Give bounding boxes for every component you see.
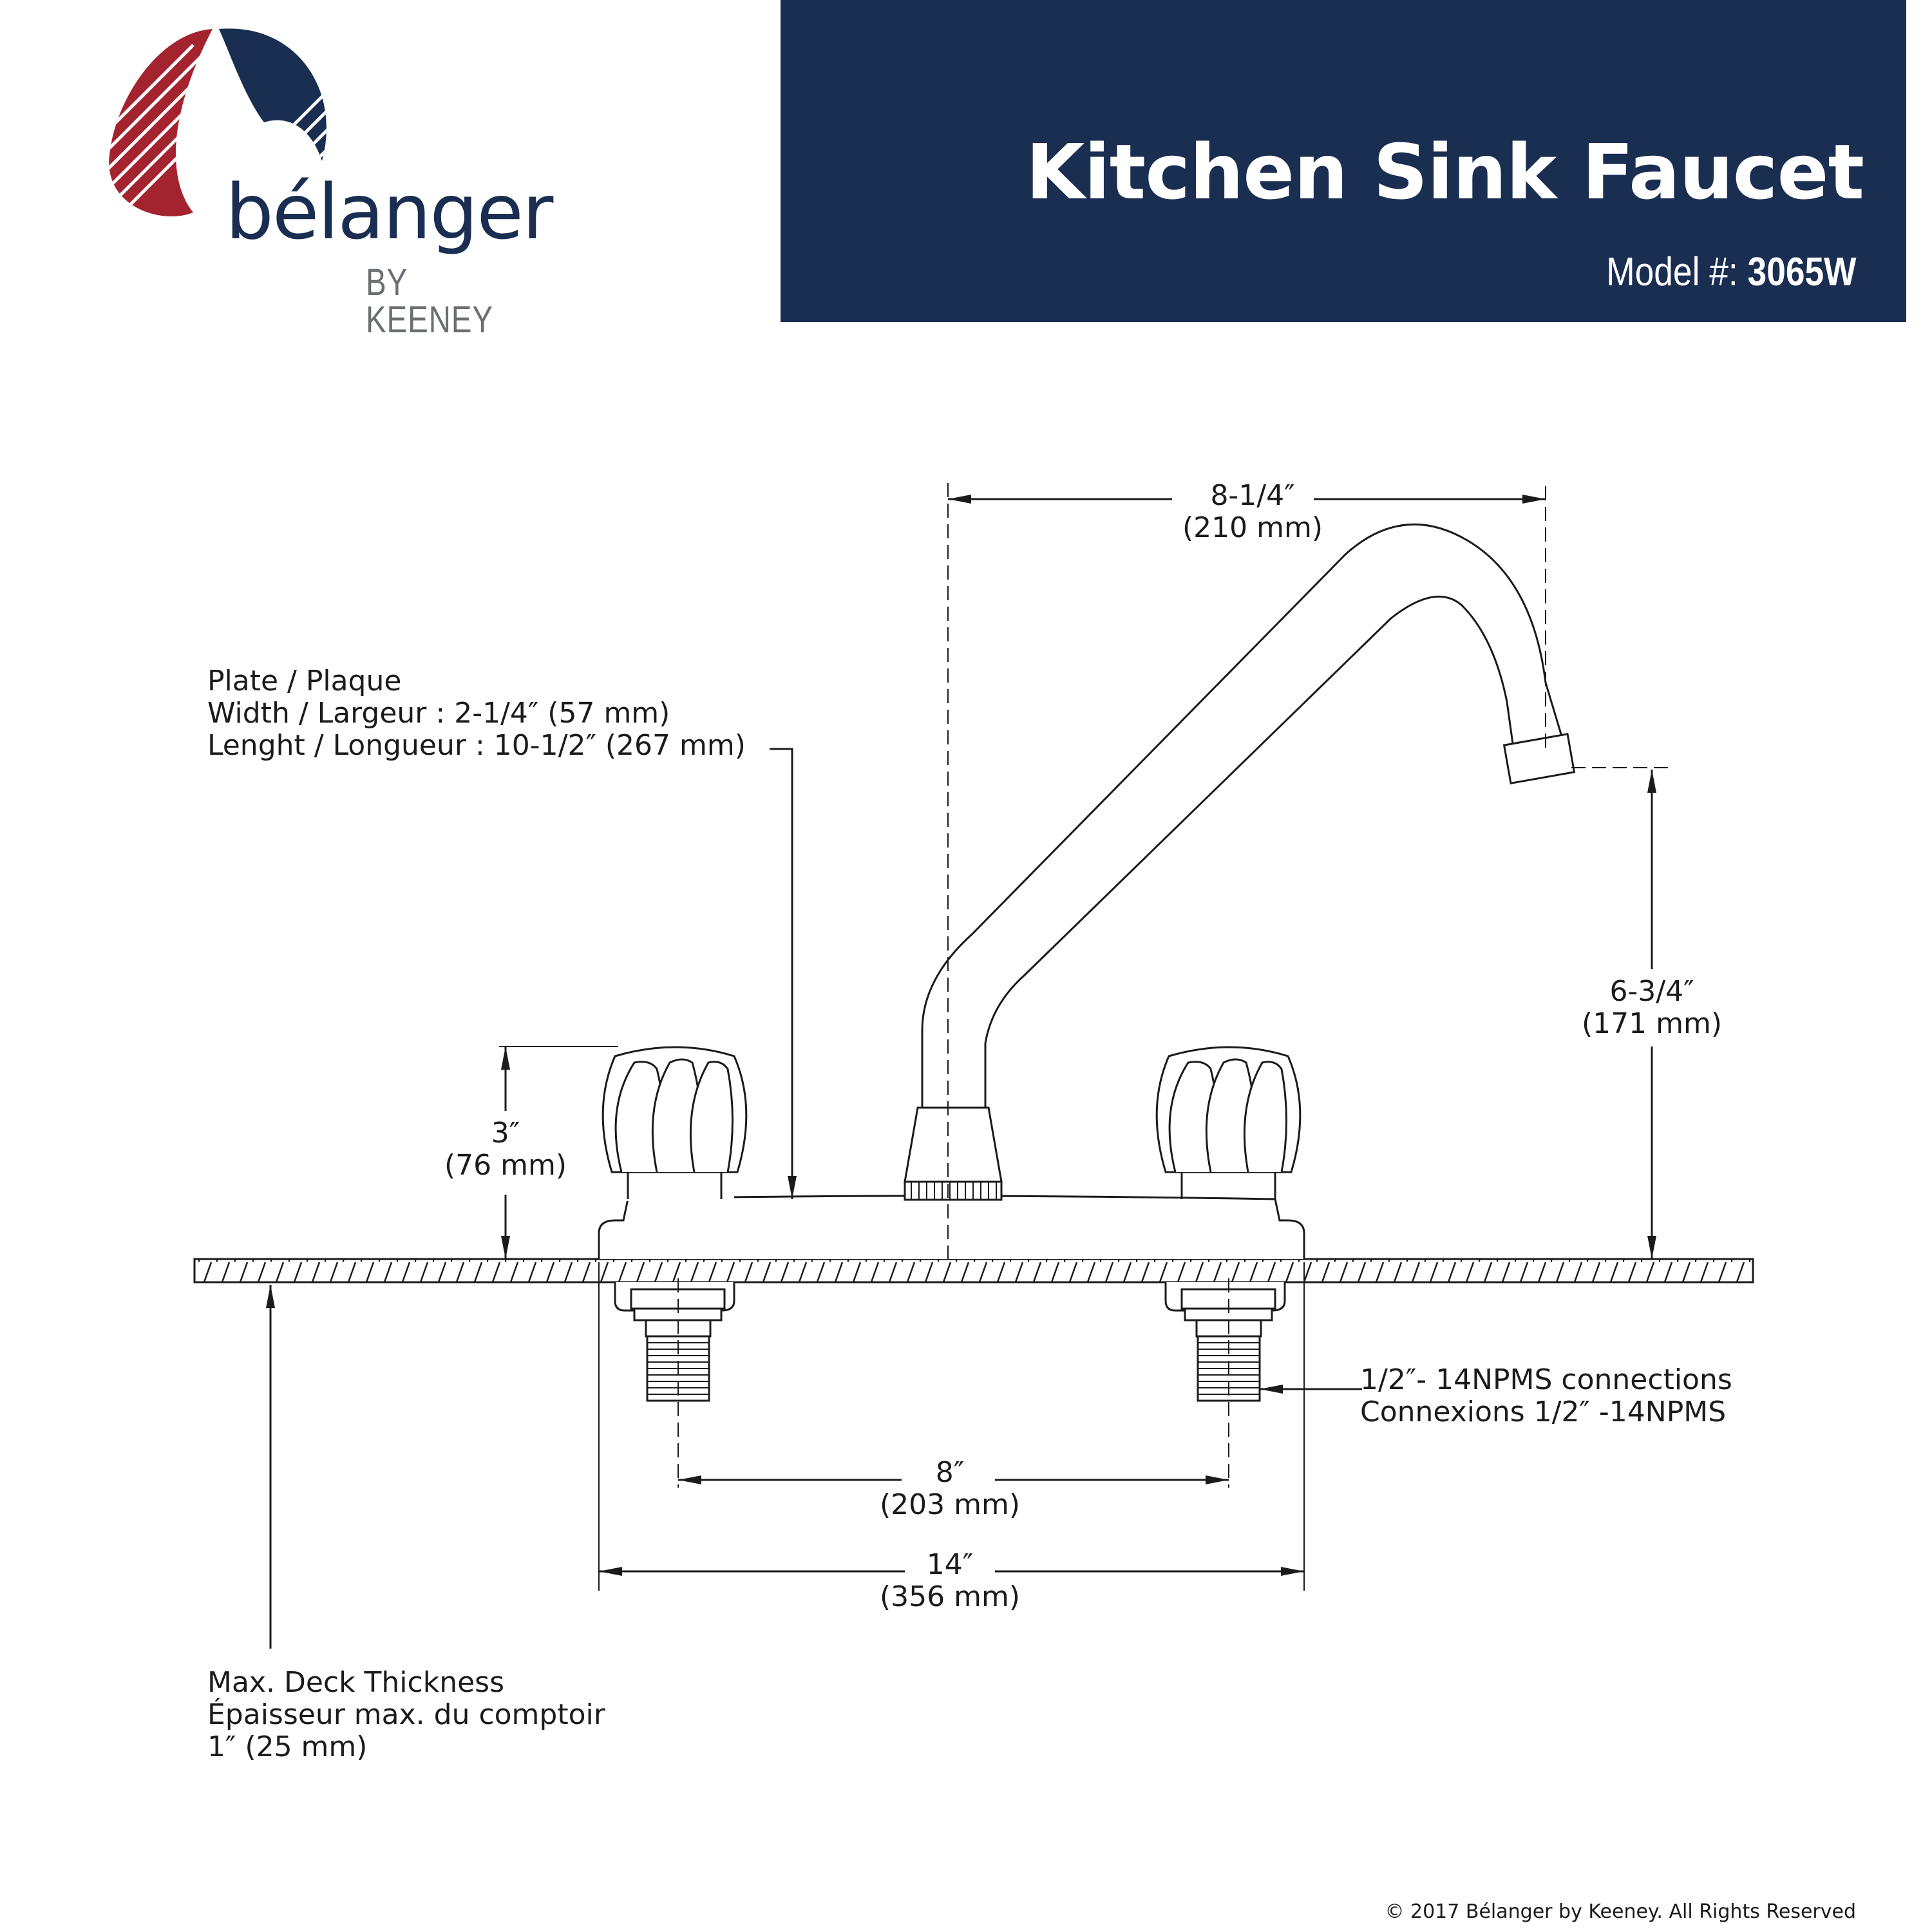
- reach-imperial: 8-1/4″: [1210, 479, 1295, 512]
- overall-length-label: 14″ (356 mm): [860, 1549, 1040, 1613]
- left-shank: [614, 1282, 735, 1402]
- connections-note-fr: Connexions 1/2″ -14NPMS: [1360, 1396, 1727, 1428]
- height-dimension-label: 6-3/4″ (171 mm): [1555, 976, 1748, 1040]
- length-metric: (356 mm): [879, 1580, 1021, 1613]
- right-handle: [1155, 1046, 1302, 1199]
- right-shank: [1164, 1282, 1286, 1402]
- model-number: 3065W: [1747, 250, 1856, 294]
- header-banner: Kitchen Sink Faucet Model #: 3065W: [781, 0, 1906, 322]
- brand-name: bélanger: [225, 167, 553, 256]
- model-label: Model #:: [1605, 250, 1738, 294]
- handle-height-label: 3″ (76 mm): [415, 1117, 596, 1182]
- deck: [193, 1258, 1754, 1283]
- plate-note: Plate / Plaque Width / Largeur : 2-1/4″ …: [207, 665, 746, 762]
- spout-base: [904, 1106, 1003, 1183]
- length-imperial: 14″: [926, 1548, 974, 1581]
- brand-logo: bélanger BY KEENEY: [90, 19, 554, 339]
- deck-note: Max. Deck Thickness Épaisseur max. du co…: [207, 1667, 605, 1763]
- center-spacing-label: 8″ (203 mm): [860, 1457, 1040, 1521]
- handle-height-imperial: 3″: [491, 1117, 520, 1150]
- spacing-metric: (203 mm): [879, 1488, 1021, 1521]
- deck-note-fr: Épaisseur max. du comptoir: [207, 1698, 605, 1731]
- deck-note-en: Max. Deck Thickness: [207, 1666, 505, 1699]
- spacing-imperial: 8″: [935, 1456, 965, 1489]
- reach-dimension-label: 8-1/4″ (210 mm): [1156, 480, 1349, 544]
- reach-metric: (210 mm): [1182, 511, 1323, 544]
- page-title: Kitchen Sink Faucet: [1025, 128, 1864, 216]
- height-metric: (171 mm): [1581, 1007, 1723, 1040]
- logo-mark-icon: [109, 28, 327, 216]
- plate-note-title: Plate / Plaque: [207, 665, 402, 697]
- deck-note-value: 1″ (25 mm): [207, 1730, 368, 1763]
- aerator: [1502, 733, 1576, 784]
- model-info: Model #: 3065W: [1606, 252, 1856, 292]
- copyright: © 2017 Bélanger by Keeney. All Rights Re…: [1385, 1900, 1856, 1923]
- spout: [921, 523, 1566, 1108]
- plate-leader: [770, 748, 797, 1199]
- connections-note: 1/2″- 14NPMS connections Connexions 1/2″…: [1360, 1364, 1732, 1428]
- plate-note-width: Width / Largeur : 2-1/4″ (57 mm): [207, 697, 670, 730]
- connections-note-en: 1/2″- 14NPMS connections: [1360, 1363, 1732, 1396]
- spout-collar: [904, 1180, 1003, 1201]
- base-plate: [598, 1195, 1305, 1259]
- left-handle: [601, 1046, 748, 1201]
- plate-note-length: Lenght / Longueur : 10-1/2″ (267 mm): [207, 729, 746, 762]
- brand-subtitle: BY KEENEY: [366, 261, 493, 341]
- handle-height-metric: (76 mm): [444, 1149, 567, 1182]
- height-imperial: 6-3/4″: [1609, 975, 1694, 1008]
